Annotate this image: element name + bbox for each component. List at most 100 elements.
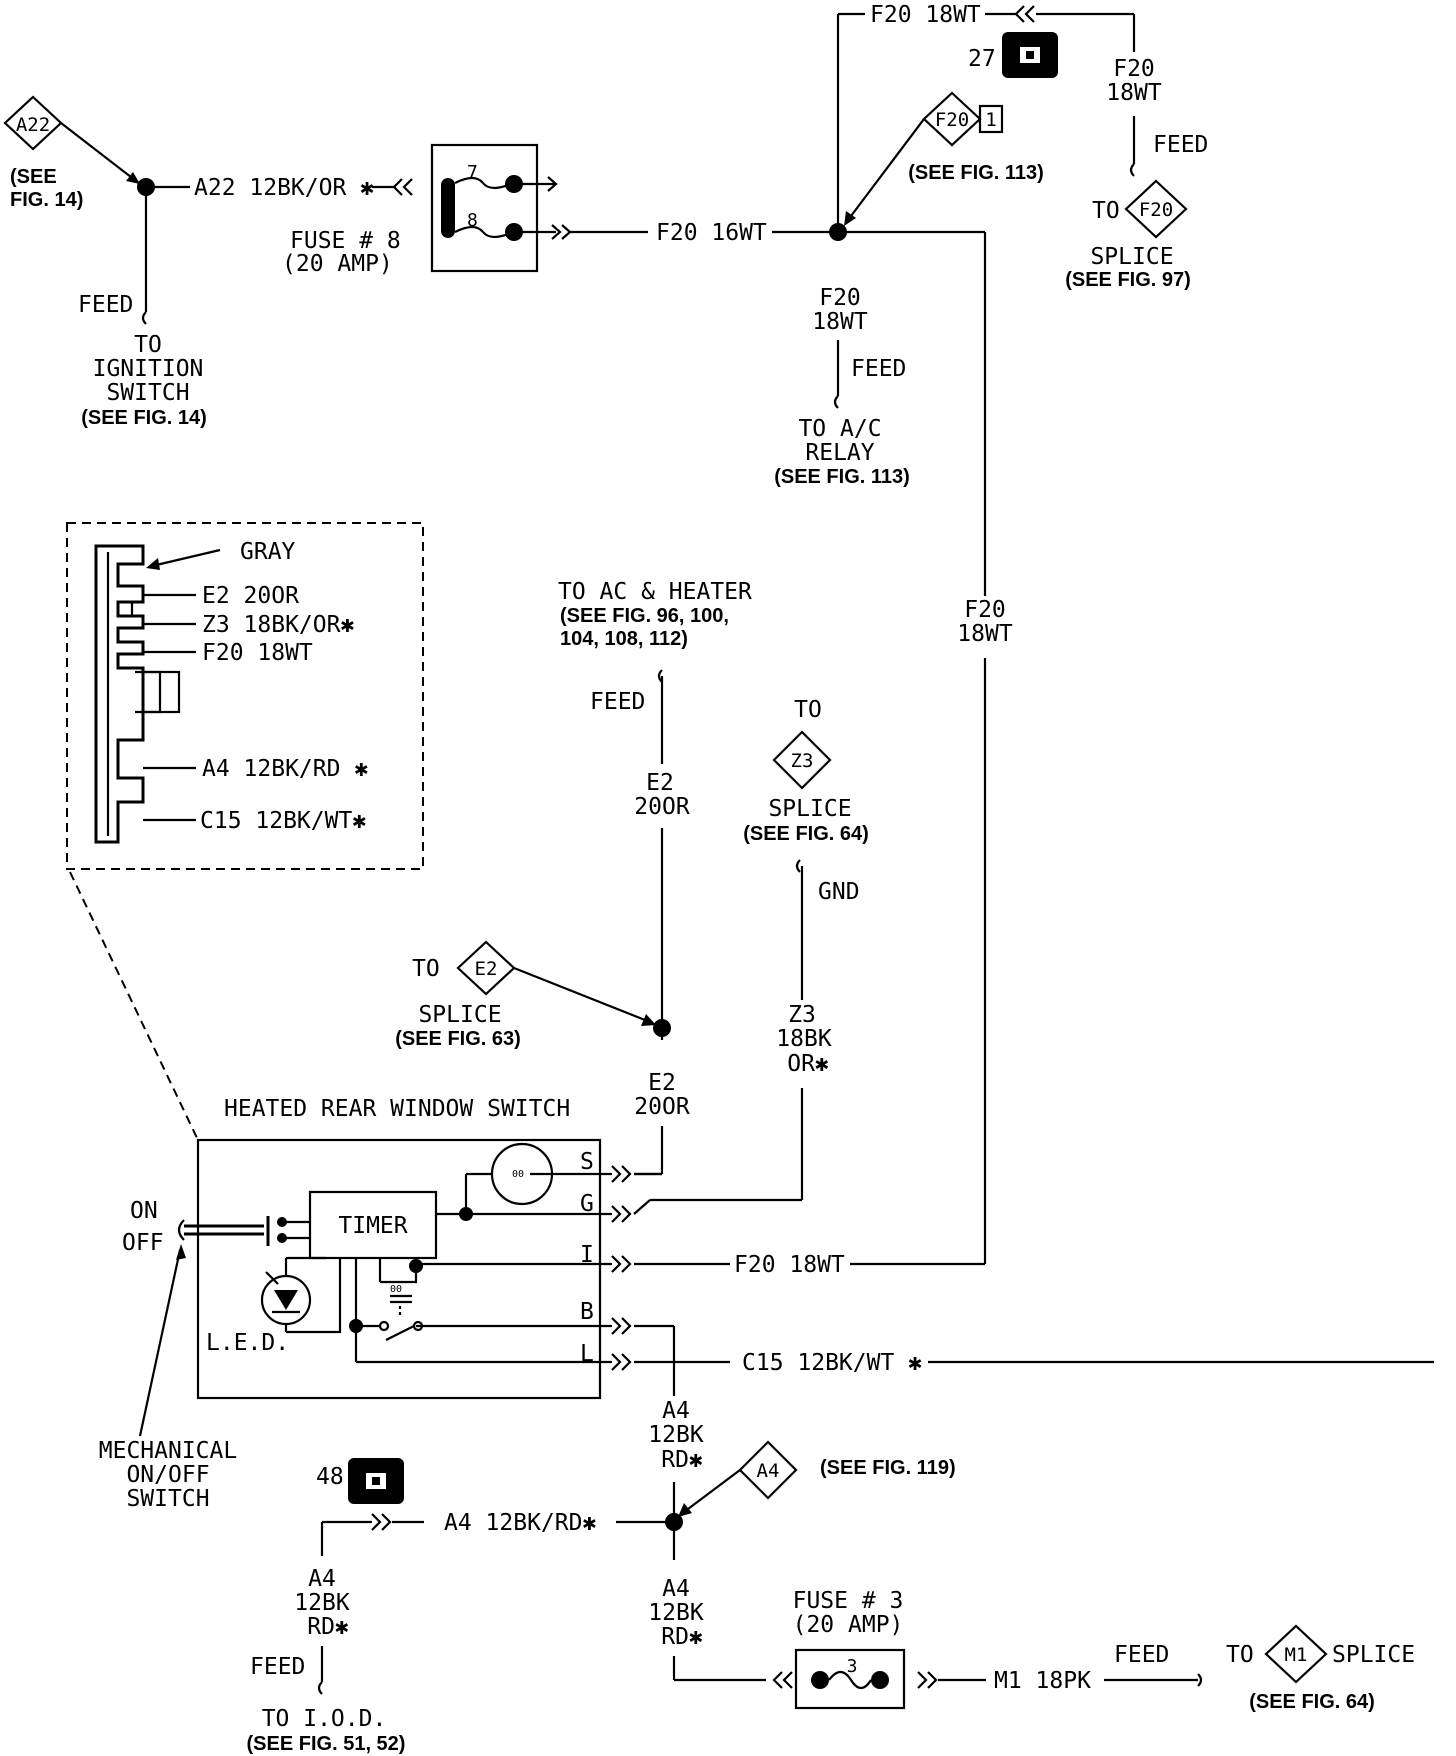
feed-top-label: FEED — [1153, 132, 1208, 158]
f20-top-wire-label: F20 18WT — [870, 2, 981, 28]
relay-ref: (SEE FIG. 113) — [774, 466, 910, 488]
fig119-ref: (SEE FIG. 119) — [820, 1457, 956, 1479]
e2-upper-label-2: 20OR — [634, 794, 690, 820]
a4-b-label-2: 12BK — [648, 1600, 704, 1626]
f20-splice97-connector: F20 — [1124, 179, 1188, 239]
a22-wire-label: A22 12BK/OR ✱ — [194, 175, 374, 201]
fig113-top-ref: (SEE FIG. 113) — [908, 162, 1044, 184]
c15-wire-label: C15 12BK/WT ✱ — [742, 1350, 922, 1376]
feed-ac-label: FEED — [590, 689, 645, 715]
inset-f20: F20 18WT — [202, 640, 313, 666]
on-label: ON — [130, 1198, 158, 1224]
splice97-ref: (SEE FIG. 97) — [1065, 269, 1191, 291]
a4-l-label-2: 12BK — [294, 1590, 350, 1616]
inset-e2: E2 20OR — [202, 583, 299, 609]
feed-ignition-label: FEED — [78, 292, 133, 318]
feed-m1-label: FEED — [1114, 1642, 1169, 1668]
ac-heater-to: TO AC & HEATER — [558, 579, 752, 605]
iod-ref: (SEE FIG. 51, 52) — [247, 1733, 406, 1755]
to-iod-label: TO I.O.D. — [262, 1706, 387, 1732]
fuse-3: 3 — [794, 1648, 906, 1710]
m1-ref: (SEE FIG. 64) — [1249, 1691, 1375, 1713]
to-ignition-label-3: SWITCH — [106, 380, 189, 406]
m1-splice-connector: M1 — [1264, 1624, 1328, 1684]
feed-iod-label: FEED — [250, 1654, 305, 1680]
a22-connector: A22 — [3, 95, 63, 151]
to-ignition-label-1: TO — [134, 332, 162, 358]
a4-splice-connector-label: A4 — [757, 1460, 780, 1482]
f20-splice97-connector-label: F20 — [1139, 199, 1173, 221]
a4-splice-connector: A4 — [738, 1440, 798, 1500]
a22-connector-label: A22 — [16, 114, 50, 136]
a4-v-label-3: RD✱ — [661, 1447, 703, 1473]
a4-v-label-2: 12BK — [648, 1422, 704, 1448]
splice97-label: SPLICE — [1090, 244, 1173, 270]
heater-element-symbol: 00 — [512, 1169, 524, 1180]
a4-l-label-1: A4 — [308, 1566, 336, 1592]
e2-upper-label-1: E2 — [646, 770, 674, 796]
f20-down-wire-label-2: 18WT — [812, 309, 868, 335]
a4-v-label-1: A4 — [662, 1398, 690, 1424]
switch-title: HEATED REAR WINDOW SWITCH — [224, 1096, 570, 1122]
fuse3-label-2: (20 AMP) — [793, 1612, 904, 1638]
f20-fig113-connector: F20 1 — [922, 91, 1004, 147]
mech-switch-label-3: SWITCH — [126, 1486, 209, 1512]
m1-splice-connector-label: M1 — [1285, 1644, 1308, 1666]
m1-splice-label: SPLICE — [1332, 1642, 1415, 1668]
pin-l-label: L — [580, 1341, 594, 1367]
inset-a4: A4 12BK/RD ✱ — [202, 756, 368, 782]
to-m1-label: TO — [1226, 1642, 1254, 1668]
a22-ref-line1: (SEE — [10, 166, 57, 188]
ac-heater-ref-2: 104, 108, 112) — [560, 628, 688, 650]
ac-heater-ref-1: (SEE FIG. 96, 100, — [560, 605, 729, 627]
a4-b-label-3: RD✱ — [661, 1624, 703, 1650]
splice-27-number: 27 — [968, 46, 996, 72]
inset-c15: C15 12BK/WT✱ — [200, 808, 366, 834]
relay-label-2: RELAY — [805, 440, 874, 466]
fuse8-label-2: (20 AMP) — [282, 251, 393, 277]
z3-splice-connector: Z3 — [772, 730, 832, 790]
fuse8-pin-7: 7 — [467, 162, 478, 183]
led-label: L.E.D. — [206, 1330, 289, 1356]
pin-i-label: I — [580, 1242, 594, 1268]
pin-b-label: B — [580, 1299, 594, 1325]
e2-splice-connector: E2 — [456, 940, 516, 996]
f20-down-wire-label-1: F20 — [819, 285, 861, 311]
f20-vertical-label-2: 18WT — [957, 621, 1013, 647]
z3-wire-label-1: Z3 — [788, 1002, 816, 1028]
inset-connector — [94, 544, 181, 844]
ignition-ref: (SEE FIG. 14) — [81, 407, 207, 429]
e2-lower-label-1: E2 — [648, 1070, 676, 1096]
fuse3-pin: 3 — [847, 1656, 858, 1677]
f20-16wt-label: F20 16WT — [656, 220, 767, 246]
f20-fig113-connector-label: F20 — [935, 109, 969, 131]
fuse-8: 7 8 — [430, 143, 572, 273]
e2-to-label: TO — [412, 956, 440, 982]
f20-right-wire-label-2: 18WT — [1106, 80, 1162, 106]
off-label: OFF — [122, 1230, 164, 1256]
mech-switch-label-1: MECHANICAL — [99, 1438, 237, 1464]
a4-h-wire-label: A4 12BK/RD✱ — [444, 1510, 596, 1536]
fuse8-label-1: FUSE # 8 — [290, 228, 401, 254]
fuse3-label-1: FUSE # 3 — [793, 1588, 904, 1614]
f20-fig113-connector-number: 1 — [985, 109, 996, 131]
e2-splice-label: SPLICE — [418, 1002, 501, 1028]
e2-splice-connector-label: E2 — [475, 958, 498, 980]
z3-wire-label-3: OR✱ — [787, 1051, 829, 1077]
pin-g-label: G — [580, 1191, 594, 1217]
a4-b-label-1: A4 — [662, 1576, 690, 1602]
relay-coil-symbol: 00 — [390, 1284, 402, 1295]
splice-48-number: 48 — [316, 1464, 344, 1490]
gnd-label: GND — [818, 879, 860, 905]
f20-i-wire-label: F20 18WT — [734, 1252, 845, 1278]
pin-s-label: S — [580, 1149, 594, 1175]
a4-l-label-3: RD✱ — [307, 1614, 349, 1640]
z3-splice-ref: (SEE FIG. 64) — [743, 823, 869, 845]
z3-splice-label: SPLICE — [768, 796, 851, 822]
inset-z3: Z3 18BK/OR✱ — [202, 612, 354, 638]
e2-lower-label-2: 20OR — [634, 1094, 690, 1120]
e2-splice-ref: (SEE FIG. 63) — [395, 1028, 521, 1050]
to-ignition-label-2: IGNITION — [93, 356, 204, 382]
z3-to-label: TO — [794, 697, 822, 723]
